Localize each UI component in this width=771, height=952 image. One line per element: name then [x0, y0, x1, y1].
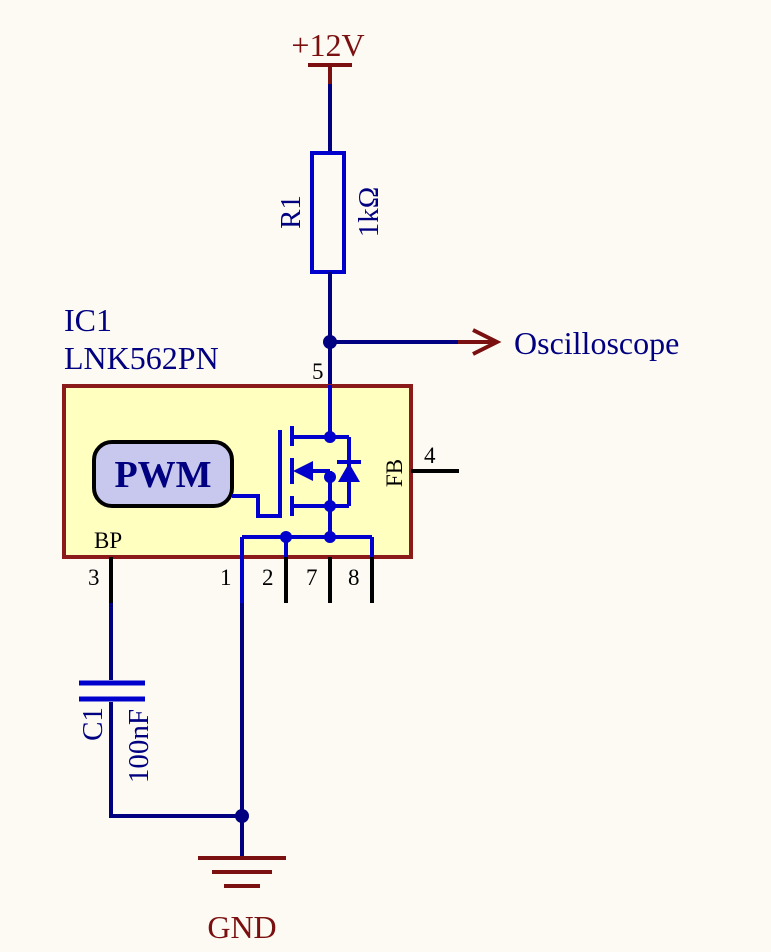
c1-value: 100nF [123, 709, 155, 783]
junction-drain [324, 431, 336, 443]
r1-value: 1kΩ [353, 187, 385, 238]
supply-label: +12V [291, 27, 364, 63]
wire-c1-ground [109, 702, 242, 818]
pwm-label: PWM [114, 454, 211, 496]
junction-source [324, 500, 336, 512]
pin-2-number: 2 [262, 565, 274, 590]
wire-pwm-gate [232, 430, 282, 518]
pin-4-number: 4 [424, 443, 436, 468]
ic1-part-number: LNK562PN [64, 340, 219, 376]
junction-bus-2 [280, 531, 292, 543]
pin-7-number: 7 [306, 565, 318, 590]
oscilloscope-label: Oscilloscope [514, 325, 679, 361]
c1-designator: C1 [77, 707, 109, 741]
pin-3-number: 3 [88, 565, 100, 590]
c1-capacitor [79, 680, 145, 702]
pwm-block [92, 440, 234, 508]
body-diode-icon [338, 463, 360, 482]
mosfet-arrow-icon [293, 461, 313, 481]
junction-ground-node [235, 809, 249, 823]
ground-icon [198, 856, 286, 888]
ground-label: GND [207, 909, 276, 945]
r1-resistor [310, 151, 346, 274]
ic1-designator: IC1 [64, 302, 112, 338]
bp-label: BP [94, 528, 122, 553]
pin-8-number: 8 [348, 565, 360, 590]
r1-designator: R1 [275, 195, 307, 229]
pin-1-number: 1 [220, 565, 232, 590]
pin-5-number: 5 [312, 359, 324, 384]
fb-label: FB [382, 459, 407, 487]
junction-bus-7 [324, 531, 336, 543]
supply-symbol [308, 63, 352, 84]
source-bus [240, 535, 374, 603]
junction-body [324, 471, 336, 483]
bottom-pin-leads [284, 557, 374, 603]
